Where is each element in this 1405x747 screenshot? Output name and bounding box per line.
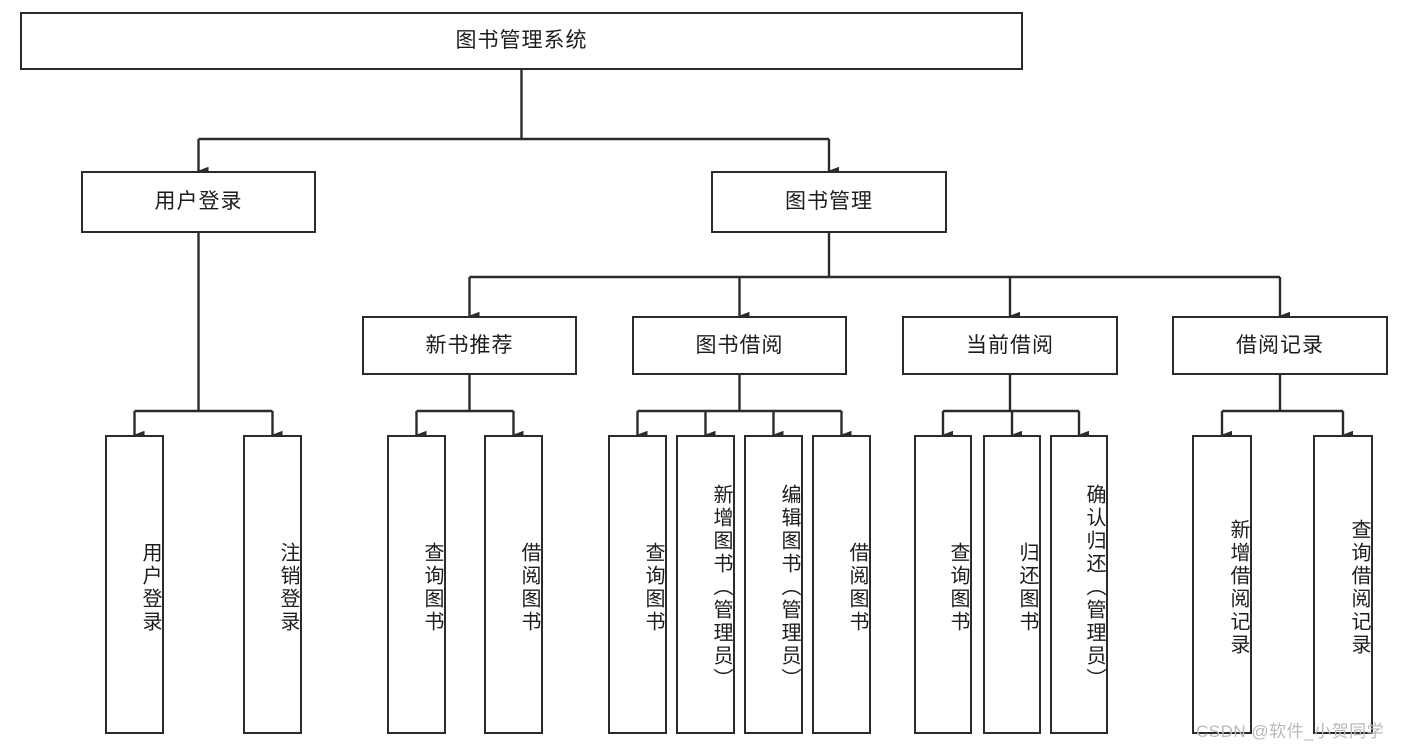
node-n-newbook: 新书推荐 bbox=[362, 316, 577, 375]
node-label: 当前借阅 bbox=[966, 333, 1054, 357]
node-l-confirmreturn: 确认归还（管理员） bbox=[1050, 435, 1108, 734]
node-label: 编辑图书（管理员） bbox=[778, 484, 800, 691]
node-label: 用户登录 bbox=[154, 190, 243, 214]
node-n-record: 借阅记录 bbox=[1172, 316, 1388, 375]
node-label: 借阅记录 bbox=[1236, 333, 1324, 357]
node-l-querybook1: 查询图书 bbox=[387, 435, 446, 734]
node-l-borrowbook2: 借阅图书 bbox=[812, 435, 871, 734]
node-label: 新增借阅记录 bbox=[1227, 518, 1249, 657]
node-l-queryrecord: 查询借阅记录 bbox=[1313, 435, 1373, 734]
node-label: 新书推荐 bbox=[425, 333, 514, 357]
node-n-borrow: 图书借阅 bbox=[632, 316, 847, 375]
node-label: 用户登录 bbox=[139, 541, 161, 634]
node-label: 图书管理 bbox=[785, 190, 873, 214]
node-l-addrecord: 新增借阅记录 bbox=[1192, 435, 1252, 734]
node-n-login: 用户登录 bbox=[81, 171, 316, 233]
node-l-borrowbook1: 借阅图书 bbox=[484, 435, 543, 734]
node-l-editbook: 编辑图书（管理员） bbox=[744, 435, 803, 734]
node-label: 查询图书 bbox=[947, 541, 969, 634]
node-label: 确认归还（管理员） bbox=[1083, 484, 1105, 691]
node-label: 查询图书 bbox=[642, 541, 664, 634]
node-n-current: 当前借阅 bbox=[902, 316, 1118, 375]
node-label: 归还图书 bbox=[1016, 541, 1038, 634]
edge-group bbox=[133, 70, 1353, 440]
node-label: 图书借阅 bbox=[695, 333, 784, 357]
node-label: 图书管理系统 bbox=[455, 29, 588, 53]
node-n-bookmgmt: 图书管理 bbox=[711, 171, 947, 233]
node-label: 注销登录 bbox=[277, 541, 299, 634]
node-label: 查询图书 bbox=[421, 541, 443, 634]
csdn-watermark: CSDN @软件_小贺同学 bbox=[1196, 722, 1385, 741]
node-l-querybook3: 查询图书 bbox=[914, 435, 972, 734]
node-l-userlogin: 用户登录 bbox=[105, 435, 164, 734]
node-l-addbook: 新增图书（管理员） bbox=[676, 435, 735, 734]
node-root: 图书管理系统 bbox=[20, 12, 1023, 70]
node-label: 借阅图书 bbox=[518, 541, 540, 634]
node-l-returnbook: 归还图书 bbox=[983, 435, 1041, 734]
node-l-logout: 注销登录 bbox=[243, 435, 302, 734]
node-label: 新增图书（管理员） bbox=[710, 484, 732, 691]
node-label: 借阅图书 bbox=[846, 541, 868, 634]
node-label: 查询借阅记录 bbox=[1348, 518, 1370, 657]
node-l-querybook2: 查询图书 bbox=[608, 435, 667, 734]
